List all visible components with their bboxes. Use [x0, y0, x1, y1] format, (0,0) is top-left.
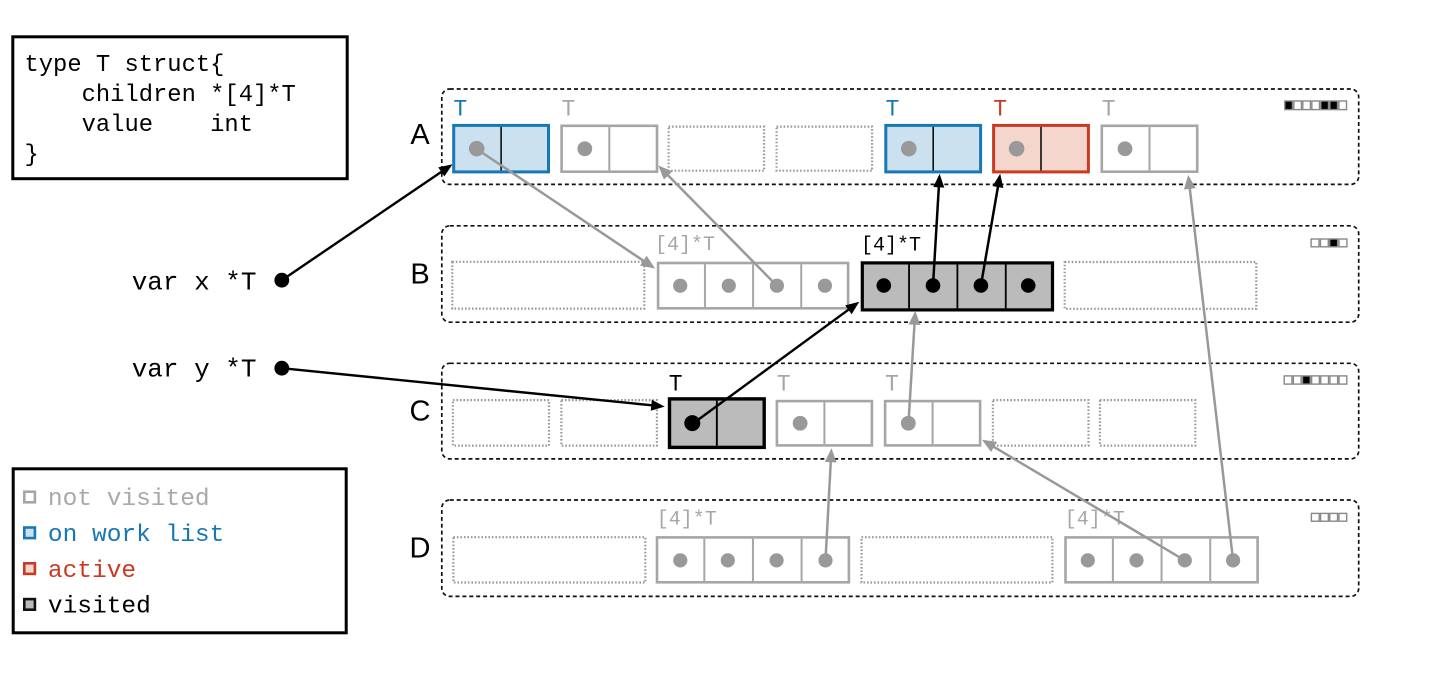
svg-text:[4]*T: [4]*T: [655, 234, 715, 257]
svg-text:type T struct{: type T struct{: [25, 52, 225, 79]
svg-text:T: T: [885, 372, 899, 398]
svg-text:C: C: [410, 396, 431, 428]
svg-text:T: T: [562, 97, 576, 123]
svg-text:active: active: [48, 558, 136, 585]
svg-text:T: T: [453, 97, 467, 123]
svg-text:[4]*T: [4]*T: [1065, 509, 1125, 532]
svg-text:A: A: [410, 119, 430, 151]
svg-text:[4]*T: [4]*T: [861, 235, 921, 258]
svg-text:T: T: [1102, 97, 1116, 123]
svg-text:T: T: [886, 97, 900, 123]
svg-text:T: T: [669, 372, 683, 398]
svg-text:visited: visited: [48, 594, 151, 621]
svg-text:value int: value int: [25, 112, 254, 139]
svg-text:}: }: [25, 142, 39, 169]
svg-text:T: T: [993, 97, 1007, 123]
svg-text:D: D: [410, 533, 431, 565]
svg-text:var y *T: var y *T: [132, 355, 257, 385]
svg-text:on work list: on work list: [48, 522, 224, 549]
svg-text:not visited: not visited: [48, 486, 210, 513]
svg-text:[4]*T: [4]*T: [657, 509, 717, 532]
svg-text:T: T: [777, 372, 791, 398]
svg-text:B: B: [410, 259, 429, 291]
svg-text:var x *T: var x *T: [132, 268, 257, 298]
svg-text:children *[4]*T: children *[4]*T: [25, 82, 296, 109]
